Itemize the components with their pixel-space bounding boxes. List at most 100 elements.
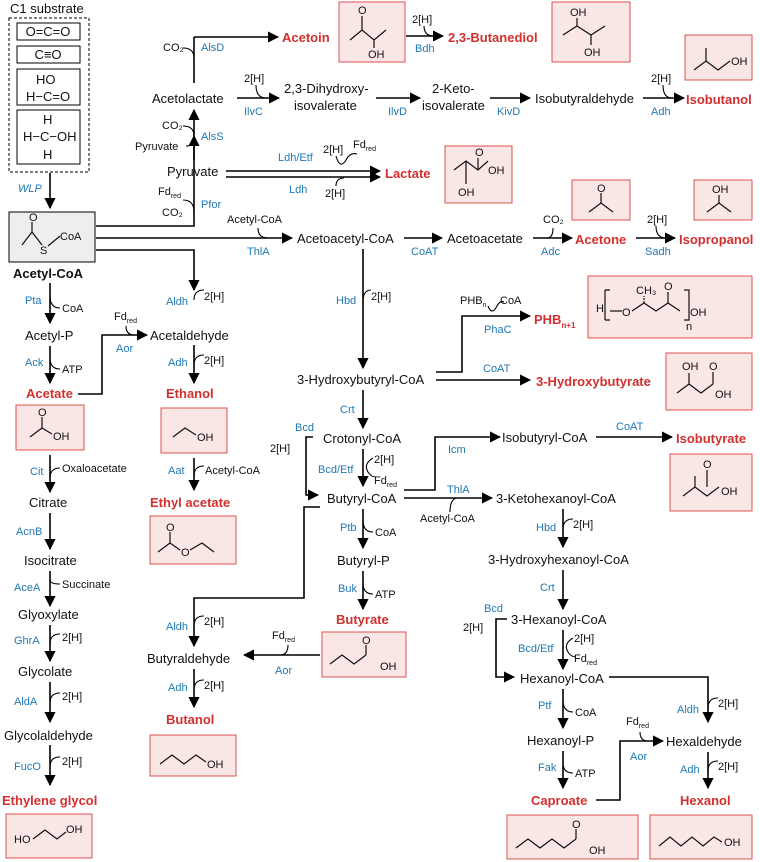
lactate-o: O bbox=[475, 147, 484, 159]
phb-right-bracket bbox=[684, 289, 690, 321]
enzyme-icm: Icm bbox=[448, 444, 466, 456]
h2-bcd-etf-1: 2[H] bbox=[374, 454, 394, 466]
enzyme-phac: PhaC bbox=[484, 324, 512, 336]
enzyme-coat-3: CoAT bbox=[616, 421, 644, 433]
product-acetone: Acetone bbox=[575, 232, 626, 247]
co2-adc-curve bbox=[546, 227, 554, 239]
co2-box bbox=[16, 22, 81, 41]
oxaloacetate-cit: Oxaloacetate bbox=[62, 463, 127, 475]
atp-ack: ATP bbox=[62, 364, 83, 376]
h2-adh-hexanol-curve bbox=[707, 760, 719, 772]
fd-lactate-curve bbox=[335, 153, 358, 165]
h2-adh-butanol-curve bbox=[193, 679, 205, 691]
thla-2-curve bbox=[449, 497, 459, 513]
aor-acetate-to-acetaldehyde bbox=[78, 329, 149, 395]
aor-2-curve bbox=[279, 644, 289, 656]
enzyme-adc: Adc bbox=[541, 246, 560, 258]
pyruvate-acetolactate: CO₂ Pyruvate AlsS Pyruvate Fdred CO₂ Pfo… bbox=[135, 108, 224, 219]
acetoin-o: O bbox=[358, 5, 367, 17]
acetyl-coa-node: O S CoA Acetyl-CoA bbox=[8, 211, 96, 281]
lactate-oh: OH bbox=[458, 187, 475, 199]
hydroxybutyrate-oh-top: OH bbox=[682, 361, 699, 373]
co2-pfor: CO₂ bbox=[162, 207, 183, 219]
co2-formula: O=C=O bbox=[26, 24, 71, 39]
acetyl-s: S bbox=[40, 245, 47, 257]
phb-n: n bbox=[686, 321, 692, 333]
butanol-structure-box bbox=[149, 734, 237, 777]
coa-phac: CoA bbox=[500, 295, 522, 307]
product-isobutanol: Isobutanol bbox=[686, 92, 752, 107]
arrow-to-isobutyryl bbox=[404, 431, 502, 491]
central-trunk: Hbd 2[H] 3-Hydroxybutyryl-CoA PHBn CoA P… bbox=[270, 249, 753, 525]
h2-bcd-bypass: 2[H] bbox=[270, 443, 290, 455]
acetylcoa-aat: Acetyl-CoA bbox=[205, 465, 261, 477]
co-formula: C≡O bbox=[34, 47, 61, 62]
product-butanol: Butanol bbox=[166, 712, 214, 727]
acetate-structure-box bbox=[15, 404, 85, 451]
isobutanol-skeleton bbox=[693, 60, 731, 71]
thla-curve bbox=[257, 227, 269, 239]
bcd-etf-2-curve bbox=[565, 637, 577, 658]
acea-curve bbox=[49, 579, 61, 585]
metabolite-acetaldehyde: Acetaldehyde bbox=[150, 328, 229, 343]
lactate-branch: Ldh/Etf Ldh 2[H] Fdred 2[H] Lactate O OH… bbox=[226, 139, 513, 204]
butyryl-to-butyraldehyde bbox=[188, 506, 320, 648]
aor-3-curve bbox=[639, 731, 649, 742]
ptb-curve bbox=[362, 519, 374, 533]
metabolite-acetoacetyl-coa: Acetoacetyl-CoA bbox=[297, 231, 394, 246]
enzyme-fuco: FucO bbox=[14, 761, 41, 773]
h2-sadh: 2[H] bbox=[647, 214, 667, 226]
enzyme-aldh-2: Aldh bbox=[166, 621, 188, 633]
h2-lactate-1: 2[H] bbox=[323, 144, 343, 156]
metabolite-butyryl-p: Butyryl-P bbox=[337, 553, 390, 568]
pta-curve bbox=[49, 295, 61, 309]
h2-fuco: 2[H] bbox=[62, 756, 82, 768]
enzyme-bcd-1: Bcd bbox=[295, 422, 314, 434]
h2-aldh-3: 2[H] bbox=[718, 698, 738, 710]
hexanol-oh: OH bbox=[724, 837, 741, 849]
enzyme-aldh-3: Aldh bbox=[677, 704, 699, 716]
co2-alsd: CO₂ bbox=[163, 42, 184, 54]
h2-lactate-2: 2[H] bbox=[325, 188, 345, 200]
c1-substrate-title: C1 substrate bbox=[10, 1, 84, 16]
phb-structure-box bbox=[587, 275, 753, 339]
h2-alda: 2[H] bbox=[62, 691, 82, 703]
h2-adh-ethanol-curve bbox=[193, 354, 205, 366]
succinate-acea: Succinate bbox=[62, 579, 110, 591]
hydroxybutyrate-o: O bbox=[709, 361, 718, 373]
metabolite-keto-2: isovalerate bbox=[422, 98, 485, 113]
butyrate-skeleton bbox=[329, 654, 367, 665]
lactate-structure-box bbox=[444, 145, 513, 204]
ack-curve bbox=[49, 357, 61, 370]
enzyme-crt-2: Crt bbox=[540, 582, 555, 594]
aor-caproate-to-hexaldehyde bbox=[596, 735, 665, 801]
metabolite-hexenoyl-coa: 3-Hexanoyl-CoA bbox=[511, 612, 607, 627]
butyrate-oh: OH bbox=[380, 661, 397, 673]
metabolite-hexaldehyde: Hexaldehyde bbox=[666, 734, 742, 749]
co2-adc: CO₂ bbox=[543, 214, 564, 226]
butyrate-butanol-branch: Ptb CoA Butyryl-P Buk ATP Butyrate O OH … bbox=[147, 506, 407, 777]
h2-ilvc: 2[H] bbox=[244, 73, 264, 85]
enzyme-alsd: AlsD bbox=[201, 42, 224, 54]
fd-aor-1: Fdred bbox=[114, 311, 137, 325]
enzyme-thla-2: ThlA bbox=[447, 484, 470, 496]
enzyme-bdh: Bdh bbox=[415, 43, 435, 55]
metabolite-acetoacetate: Acetoacetate bbox=[447, 231, 523, 246]
enzyme-kivd: KivD bbox=[497, 106, 520, 118]
h2-bdh: 2[H] bbox=[412, 14, 432, 26]
acetyl-coa-label: Acetyl-CoA bbox=[13, 266, 84, 281]
enzyme-ack: Ack bbox=[25, 357, 44, 369]
h2-fuco-curve bbox=[49, 756, 61, 768]
ethylene-glycol-ho: HO bbox=[14, 834, 31, 846]
metabolite-glycolate: Glycolate bbox=[18, 664, 72, 679]
h2-aldh-1-curve bbox=[193, 289, 205, 301]
enzyme-bcd-etf-2: Bcd/Etf bbox=[518, 643, 554, 655]
lactate-cooh: OH bbox=[488, 165, 505, 177]
product-acetate: Acetate bbox=[26, 386, 73, 401]
metabolite-acetolactate: Acetolactate bbox=[152, 91, 224, 106]
h2-alda-curve bbox=[49, 692, 61, 704]
metabolite-butyryl-coa: Butyryl-CoA bbox=[327, 491, 397, 506]
butanol-skeleton bbox=[159, 754, 207, 765]
acetate-branch: Pta CoA Acetyl-P Ack ATP Acetate Fdred A… bbox=[15, 295, 149, 451]
isobutyrate-structure-box bbox=[669, 453, 753, 512]
